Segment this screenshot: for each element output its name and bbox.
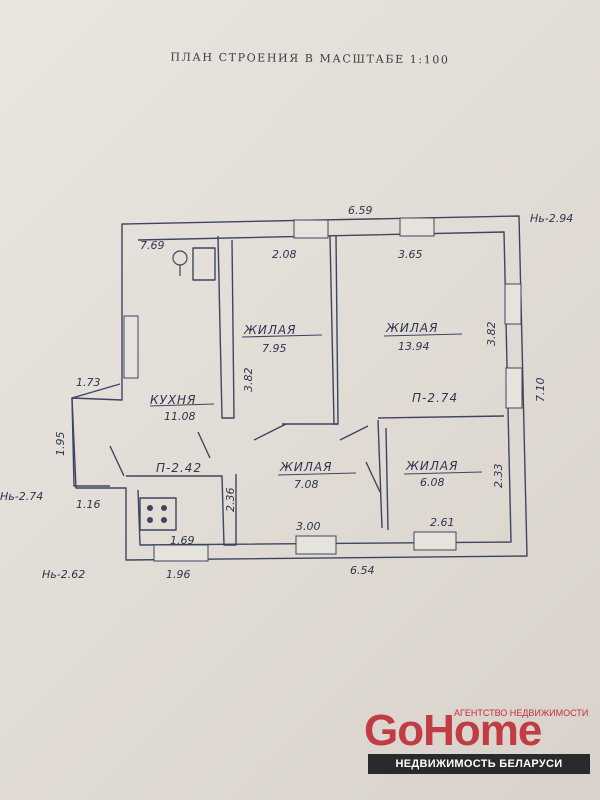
dim-porch-bottom: 1.16: [76, 498, 101, 511]
stove-burner-1: [147, 505, 153, 511]
area-living2: 13.94: [398, 340, 430, 353]
window-top-room1: [293, 219, 329, 239]
underline-living3: [277, 472, 357, 476]
watermark-tagline: НЕДВИЖИМОСТЬ БЕЛАРУСИ: [368, 754, 590, 774]
label-kitchen: КУХНЯ: [150, 393, 196, 407]
label-living3: ЖИЛАЯ: [279, 460, 332, 474]
dim-top-overall: 6.59: [348, 204, 373, 217]
dim-room2-height: 3.82: [485, 322, 498, 347]
underline-living2: [383, 333, 463, 337]
label-hall: П-2.42: [156, 461, 202, 475]
dim-bottom-overall: 6.54: [350, 564, 375, 577]
partition-kitchen-room1: [217, 235, 235, 419]
dim-porch-depth: 1.95: [54, 432, 67, 457]
dim-bottom-level: Нь-2.62: [42, 568, 85, 581]
stove-burner-3: [147, 517, 153, 523]
window-left-kitchen: [123, 315, 139, 379]
watermark-subtitle: АГЕНТСТВО НЕДВИЖИМОСТИ: [454, 708, 589, 718]
dim-room4-bottom: 2.61: [430, 516, 455, 529]
dim-room4-height: 2.33: [492, 464, 505, 489]
inner-wall-outline: [137, 231, 512, 546]
area-living4: 6.08: [420, 476, 445, 489]
window-bottom-room3: [295, 535, 337, 555]
window-right-room2: [504, 283, 522, 325]
hall-walls: [126, 474, 237, 546]
corridor-wall: [282, 415, 505, 425]
stove-burner-2: [161, 505, 167, 511]
watermark-brand: GoHome: [364, 706, 542, 755]
dim-hall-bottom-outer: 1.96: [166, 568, 191, 581]
dim-room1-height: 3.82: [242, 368, 255, 393]
label-living2: ЖИЛАЯ: [385, 321, 438, 335]
dim-hall-bottom: 1.69: [170, 534, 195, 547]
dim-room2-top: 3.65: [398, 248, 423, 261]
area-living1: 7.95: [262, 342, 287, 355]
window-bottom-room4: [413, 531, 457, 551]
underline-living1: [241, 334, 323, 338]
appliance-outline: [192, 247, 216, 281]
partition-room3-room4: [377, 419, 389, 531]
porch-outline: [71, 383, 121, 487]
dim-left-level: Нь-2.74: [0, 490, 43, 503]
dim-porch-width: 1.73: [76, 376, 101, 389]
area-kitchen: 11.08: [164, 410, 196, 423]
dim-kitchen-top: 7.69: [140, 239, 165, 252]
window-right-corridor: [505, 367, 523, 409]
area-living3: 7.08: [294, 478, 319, 491]
partition-room1-room2: [329, 235, 339, 425]
stove-outline: [139, 497, 177, 531]
stove-burner-4: [161, 517, 167, 523]
window-top-room2: [399, 217, 435, 237]
gas-meter-icon: [172, 250, 188, 266]
dim-room1-top: 2.08: [272, 248, 297, 261]
outer-wall-outline: [71, 215, 528, 561]
watermark-logo: АГЕНТСТВО НЕДВИЖИМОСТИ GoHome НЕДВИЖИМОС…: [362, 702, 598, 776]
dim-top-right-level: Нь-2.94: [530, 212, 573, 225]
underline-living4: [403, 471, 483, 475]
underline-kitchen: [149, 403, 215, 407]
dim-right-side: 7.10: [534, 378, 547, 403]
dim-hall-height: 2.36: [224, 488, 237, 513]
window-bottom-hall: [153, 544, 209, 562]
dim-room3-bottom: 3.00: [296, 520, 321, 533]
label-corridor: П-2.74: [412, 391, 458, 405]
label-living4: ЖИЛАЯ: [405, 459, 458, 473]
door-swings: [109, 423, 381, 493]
label-living1: ЖИЛАЯ: [243, 323, 296, 337]
